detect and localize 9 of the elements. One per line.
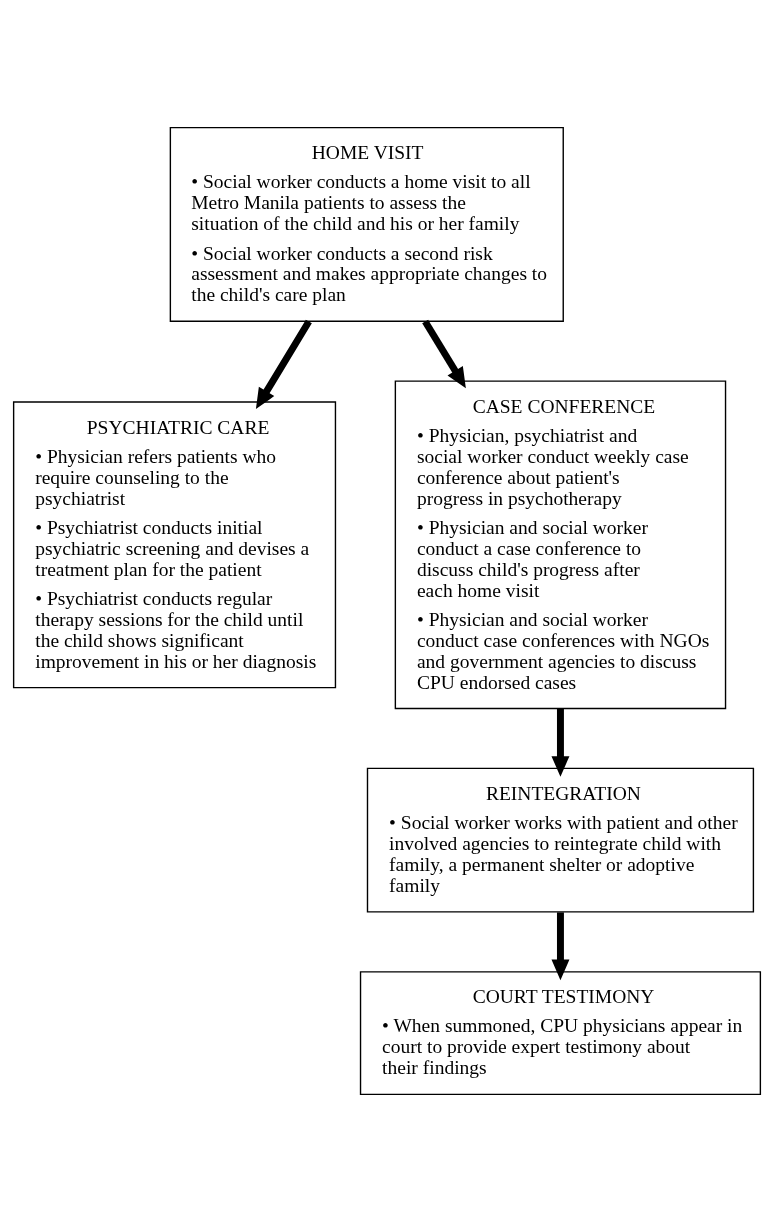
node-box: COURT TESTIMONY • When summoned, CPU physicians appear in court to provide expert testimony about their findings <box>359 970 762 1095</box>
arrow <box>551 911 570 980</box>
node-box: REINTEGRATION • Social worker works with patient and other involved agencies to reintegrate child with family, a permanent shelter or adoptive family <box>366 767 755 913</box>
arrow <box>422 319 466 388</box>
arrow <box>551 708 570 777</box>
node-box: HOME VISIT • Social worker conducts a home visit to all Metro Manila patients to assess the situation of the child and his or her family • Social worker conducts a second risk assessment and makes appropriate changes to the child's care plan <box>169 126 564 322</box>
node-box: PSYCHIATRIC CARE • Physician refers patients who require counseling to the psychiatrist • Psychiatrist conducts initial psychiatric screening and devises a treatment plan for the patient • Psychiatrist conducts regular therapy sessions for the child until the child shows significant improvement in his or her diagnosis <box>12 400 337 688</box>
arrow <box>255 319 312 409</box>
node-box: CASE CONFERENCE • Physician, psychiatrist and social worker conduct weekly case conference about patient's progress in psychotherapy • Physician and social worker conduct a case conference to discuss child's progress after each home visit • Physician and social worker conduct case conferences with NGOs and government agencies to discuss CPU endorsed cases <box>394 379 727 709</box>
